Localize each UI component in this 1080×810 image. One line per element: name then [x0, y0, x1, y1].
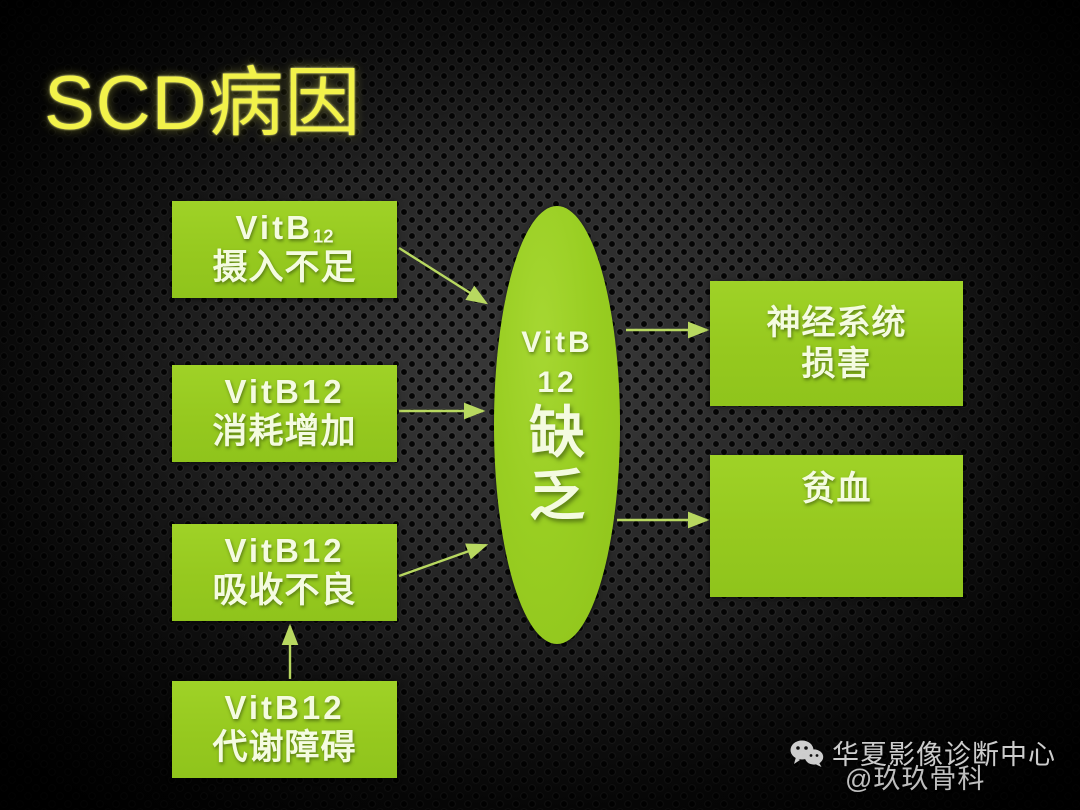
wechat-icon — [790, 739, 824, 767]
node-consume-latin: VitB12 — [224, 373, 345, 411]
toutiao-watermark-text: @玖玖骨科 — [845, 764, 986, 794]
node-vitb12-consumption[interactable]: VitB12 消耗增加 — [172, 365, 397, 462]
deficiency-line-vitb: VitB — [521, 326, 593, 360]
deficiency-char-que: 缺 — [529, 401, 585, 465]
page-title: SCD病因 — [44, 61, 362, 146]
node-metab-label: 代谢障碍 — [212, 728, 357, 768]
wechat-watermark: 华夏影像诊断中心 — [790, 733, 1056, 772]
node-intake-latin: VitB12 — [235, 209, 334, 247]
toutiao-watermark: @玖玖骨科 — [845, 757, 985, 796]
node-absorb-label: 吸收不良 — [212, 571, 357, 611]
node-intake-label: 摄入不足 — [212, 248, 357, 288]
node-vitb12-intake[interactable]: VitB12 摄入不足 — [172, 201, 397, 298]
deficiency-line-12: 12 — [537, 365, 577, 399]
node-vitb12-metabolism[interactable]: VitB12 代谢障碍 — [172, 681, 397, 778]
neuro-line-1: 神经系统 — [766, 304, 907, 343]
node-vitb12-deficiency[interactable]: VitB 12 缺 乏 — [494, 206, 620, 644]
node-absorb-latin: VitB12 — [224, 532, 345, 570]
node-metab-latin: VitB12 — [224, 689, 345, 727]
node-vitb12-absorption[interactable]: VitB12 吸收不良 — [172, 524, 397, 621]
node-neuro-damage[interactable]: 神经系统 损害 — [710, 281, 963, 406]
node-consume-label: 消耗增加 — [212, 412, 357, 452]
node-anemia[interactable]: 贫血 — [710, 455, 963, 597]
wechat-watermark-text: 华夏影像诊断中心 — [832, 740, 1056, 770]
deficiency-char-fa: 乏 — [529, 463, 585, 527]
anemia-label: 贫血 — [801, 470, 872, 508]
neuro-line-2: 损害 — [801, 344, 872, 383]
